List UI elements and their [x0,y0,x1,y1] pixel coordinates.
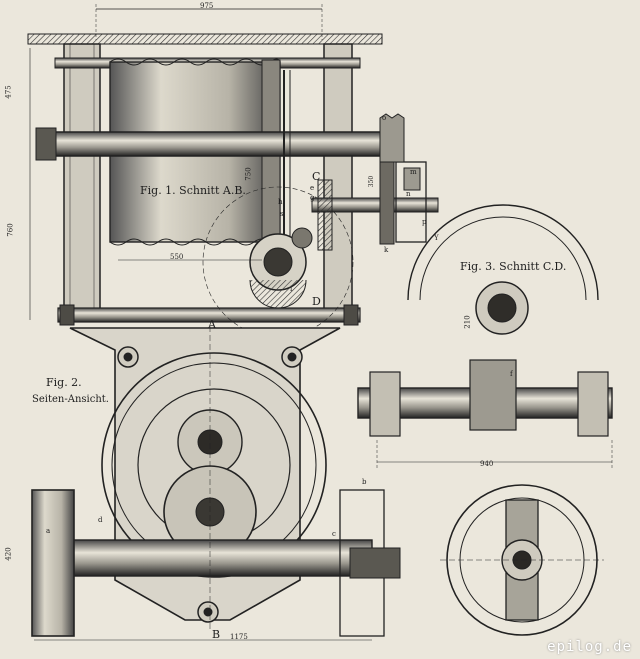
label-C: C [312,170,321,183]
dim-750: 750 [244,167,253,181]
fig2-caption-sub: Seiten-Ansicht. [32,394,109,405]
fig1-side-section [27,4,439,338]
dim-left-top: 475 [4,85,13,99]
dim-210: 210 [463,315,472,329]
dim-420: 420 [4,547,13,561]
label-g: g [310,194,315,202]
fig2-caption-title: Fig. 2. [46,376,82,389]
dim-350: 350 [368,175,376,188]
watermark: epilog.de [547,639,632,655]
label-d: d [98,516,103,524]
dim-550: 550 [170,253,184,261]
dim-left-height: 760 [6,223,15,237]
dim-top-width: 975 [200,2,214,10]
label-m: m [410,168,417,176]
fig3-section [357,204,613,470]
label-A: A [208,318,216,331]
fig3-caption: Fig. 3. Schnitt C.D. [460,260,567,273]
label-D: D [312,295,321,308]
label-Y: Y [434,234,439,242]
label-b: b [362,478,367,486]
label-h: h [278,198,283,206]
label-B: B [212,628,221,641]
cross-section-round [440,484,604,636]
fig1-caption: Fig. 1. Schnitt A.B. [140,184,246,197]
label-i: i [290,285,293,293]
label-f: f [510,370,513,378]
dim-940: 940 [480,460,494,468]
label-c: c [332,530,336,538]
fig2-side-view [31,326,401,641]
label-n: n [406,190,411,198]
dim-1175: 1175 [230,633,248,641]
label-s: s [280,210,284,218]
label-k: k [384,246,389,254]
label-o: o [382,114,387,122]
label-e: e [310,184,315,192]
label-a: a [46,527,51,535]
label-p: p [422,218,427,226]
